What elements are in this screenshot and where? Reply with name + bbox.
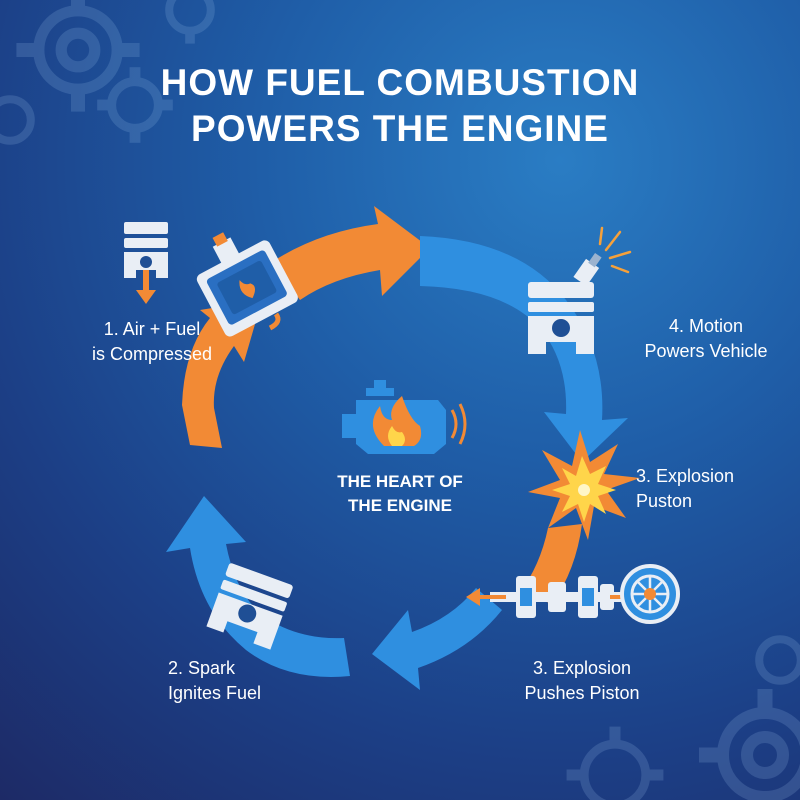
page-subtitle: POWERS THE ENGINE — [191, 108, 609, 149]
cycle-arrow-left-orange — [182, 300, 262, 448]
center-label-line1: THE HEART OF — [337, 472, 463, 491]
gear-icon — [16, 0, 140, 112]
step-1-label: 1. Air + Fuel is Compressed — [52, 317, 252, 367]
gear-icon — [165, 0, 215, 44]
gear-icon — [0, 95, 35, 145]
gear-icon — [566, 726, 664, 800]
step-4-title: 4. Motion — [668, 316, 744, 336]
step-3-desc: Pushes Piston — [524, 683, 640, 703]
step-2-desc: Ignites Fuel — [168, 683, 262, 703]
cycle-arrow-top-orange — [272, 206, 430, 300]
cycle-arrow-top-right-blue — [420, 236, 628, 462]
step-1-title: 1. Air + Fuel — [103, 319, 201, 339]
step-2-label: 2. Spark Ignites Fuel — [168, 656, 308, 706]
step-3b-desc: Puston — [636, 491, 693, 511]
cycle-arrow-bottom-blue — [372, 588, 502, 690]
step-3b-title: 3. Explosion — [636, 466, 735, 486]
center-label-line2: THE ENGINE — [348, 496, 452, 515]
gear-icon — [699, 689, 800, 800]
gear-icon — [97, 67, 173, 143]
gear-icon — [755, 635, 800, 685]
step-1-desc: is Compressed — [91, 344, 213, 364]
step-3-title: 3. Explosion — [532, 658, 632, 678]
step-2-title: 2. Spark — [168, 658, 236, 678]
step-3-label: 3. Explosion Pushes Piston — [482, 656, 682, 706]
page-title: HOW FUEL COMBUSTION — [160, 62, 640, 103]
step-4-desc: Powers Vehicle — [644, 341, 768, 361]
step-4-label: 4. Motion Powers Vehicle — [616, 314, 796, 364]
step-3b-label: 3. Explosion Puston — [636, 464, 796, 514]
cycle-arrow-bottom-left-blue — [166, 496, 350, 677]
